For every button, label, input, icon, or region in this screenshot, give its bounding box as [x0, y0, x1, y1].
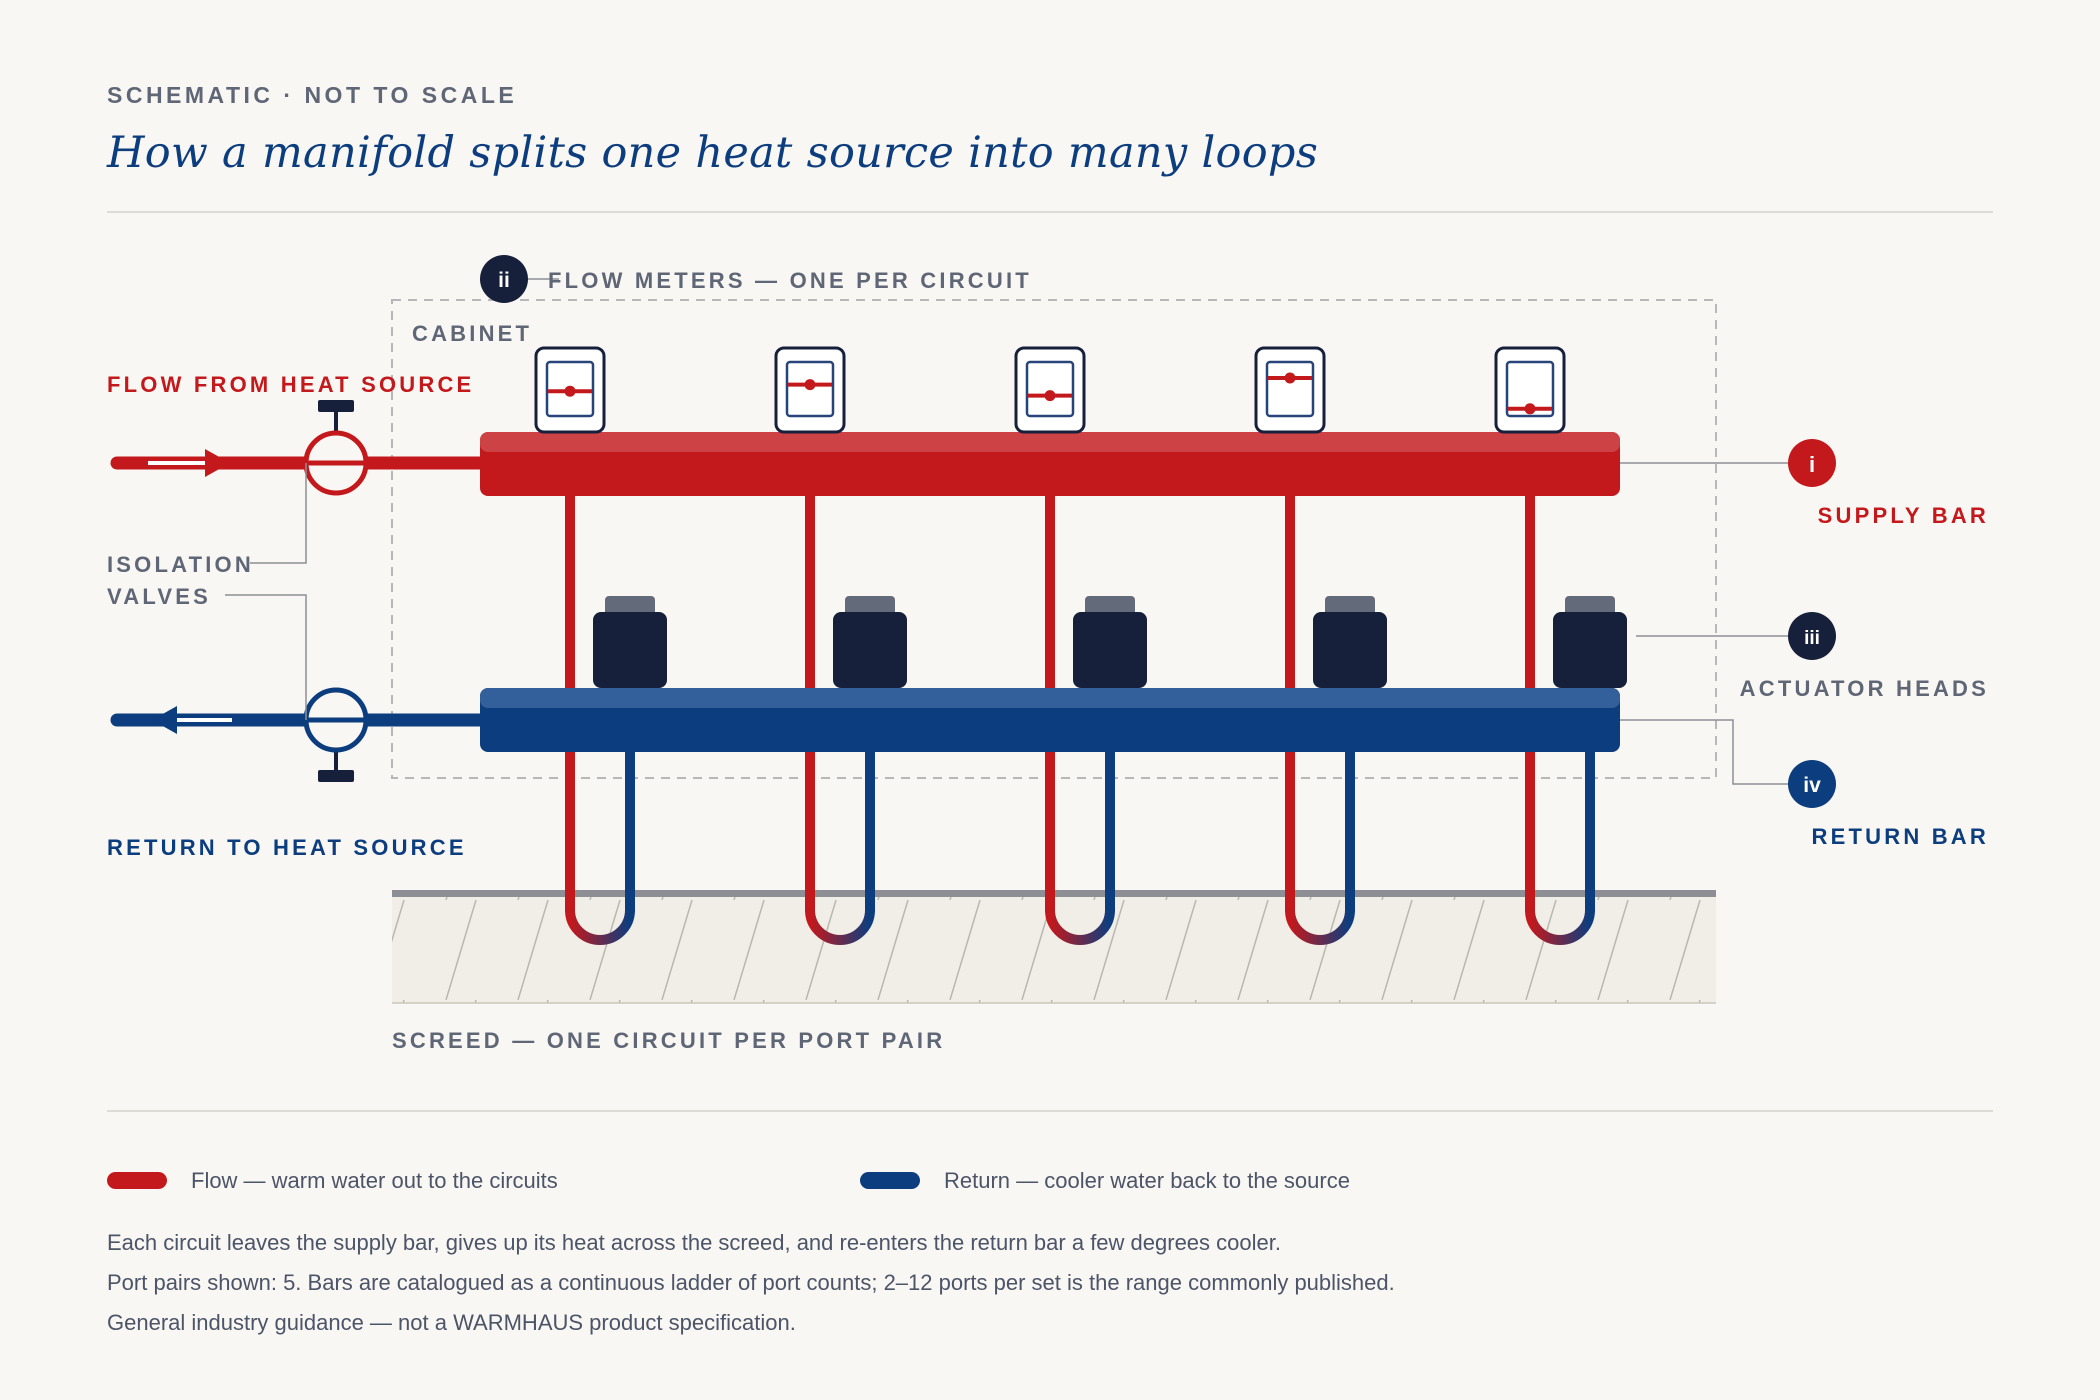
actuator-head [1313, 596, 1387, 688]
cabinet-label: CABINET [412, 321, 532, 346]
isolation-valves-label-line1: ISOLATION [107, 552, 254, 577]
callout-return: iv [1788, 760, 1836, 808]
flow-meters [534, 346, 1566, 434]
actuator-heads [593, 596, 1627, 688]
legend-flow-swatch [107, 1172, 167, 1189]
callout-actuators: iii [1788, 612, 1836, 660]
flow-meter [774, 346, 846, 434]
actuator-heads-label: ACTUATOR HEADS [1740, 676, 1989, 701]
note-circuit-explanation: Each circuit leaves the supply bar, give… [107, 1230, 1281, 1255]
return-outlet-pipe [110, 706, 489, 734]
supply-bar [480, 432, 1620, 496]
svg-text:i: i [1809, 452, 1815, 477]
flow-meter [534, 346, 606, 434]
isolation-valve-flow [303, 400, 369, 496]
svg-text:iii: iii [1804, 628, 1820, 649]
return-to-source-label: RETURN TO HEAT SOURCE [107, 835, 467, 860]
legend-flow-label: Flow — warm water out to the circuits [191, 1168, 558, 1193]
leader-lines [225, 278, 1788, 785]
note-disclaimer: General industry guidance — not a WARMHA… [107, 1310, 796, 1335]
eyebrow-label: SCHEMATIC · NOT TO SCALE [107, 82, 518, 108]
note-port-pairs: Port pairs shown: 5. Bars are catalogued… [107, 1270, 1395, 1295]
actuator-head [833, 596, 907, 688]
manifold-diagram: i ii iii iv FLOW METERS — ONE PER CIRCUI… [107, 255, 1989, 1053]
flow-meters-label: FLOW METERS — ONE PER CIRCUIT [548, 268, 1032, 293]
svg-text:iv: iv [1803, 774, 1821, 797]
top-divider [107, 211, 1993, 213]
return-bar-label: RETURN BAR [1812, 824, 1989, 849]
isolation-valve-return [303, 687, 369, 782]
bottom-divider [107, 1110, 1993, 1112]
callout-meters: ii [480, 255, 528, 303]
flow-inlet-pipe [110, 449, 489, 477]
actuator-head [1073, 596, 1147, 688]
legend-return-swatch [860, 1172, 920, 1189]
flow-meter [1254, 346, 1326, 434]
supply-bar-label: SUPPLY BAR [1818, 503, 1989, 528]
return-bar [480, 688, 1620, 752]
flow-meter [1014, 346, 1086, 434]
actuator-head [593, 596, 667, 688]
isolation-valves-label-line2: VALVES [107, 584, 211, 609]
legend-return-label: Return — cooler water back to the source [944, 1168, 1350, 1193]
flow-from-source-label: FLOW FROM HEAT SOURCE [107, 372, 474, 397]
svg-text:ii: ii [498, 269, 510, 292]
flow-meter [1494, 346, 1566, 434]
page-title: How a manifold splits one heat source in… [107, 128, 1319, 178]
screed-label: SCREED — ONE CIRCUIT PER PORT PAIR [392, 1028, 945, 1053]
actuator-head [1553, 596, 1627, 688]
callout-supply: i [1788, 439, 1836, 487]
